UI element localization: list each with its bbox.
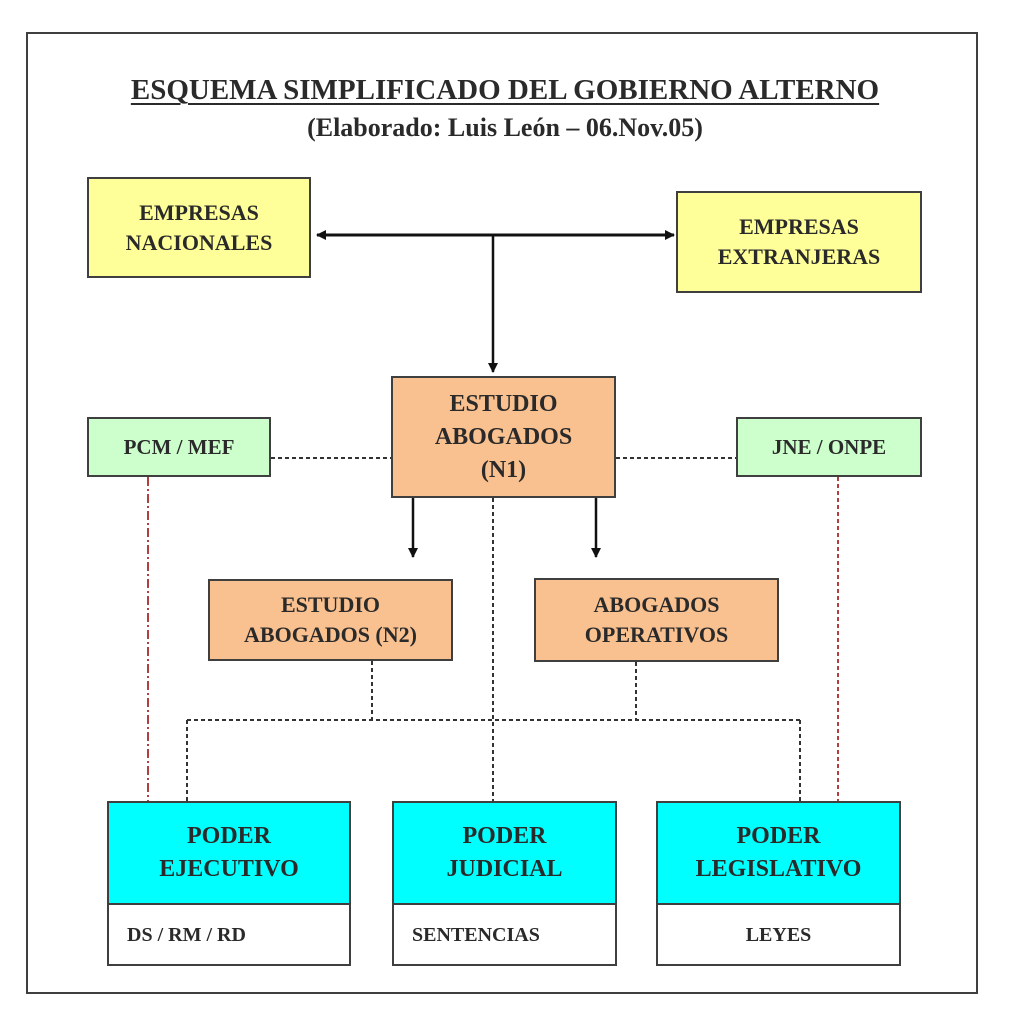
- diagram-frame: [26, 32, 978, 994]
- empresas-nacionales-box: EMPRESAS NACIONALES: [87, 177, 311, 278]
- poder-legislativo-box: PODER LEGISLATIVO: [656, 801, 901, 905]
- jne-onpe-box: JNE / ONPE: [736, 417, 922, 477]
- empresas-extranjeras-box: EMPRESAS EXTRANJERAS: [676, 191, 922, 293]
- ejecutivo-output-box: DS / RM / RD: [107, 903, 351, 966]
- legislativo-output-box: LEYES: [656, 903, 901, 966]
- pcm-mef-box: PCM / MEF: [87, 417, 271, 477]
- poder-judicial-box: PODER JUDICIAL: [392, 801, 617, 905]
- judicial-output-box: SENTENCIAS: [392, 903, 617, 966]
- diagram-subtitle: (Elaborado: Luis León – 06.Nov.05): [307, 113, 703, 142]
- poder-ejecutivo-box: PODER EJECUTIVO: [107, 801, 351, 905]
- estudio-abogados-n2-box: ESTUDIO ABOGADOS (N2): [208, 579, 453, 661]
- abogados-operativos-box: ABOGADOS OPERATIVOS: [534, 578, 779, 662]
- diagram-title: ESQUEMA SIMPLIFICADO DEL GOBIERNO ALTERN…: [130, 74, 880, 106]
- estudio-abogados-n1-box: ESTUDIO ABOGADOS (N1): [391, 376, 616, 498]
